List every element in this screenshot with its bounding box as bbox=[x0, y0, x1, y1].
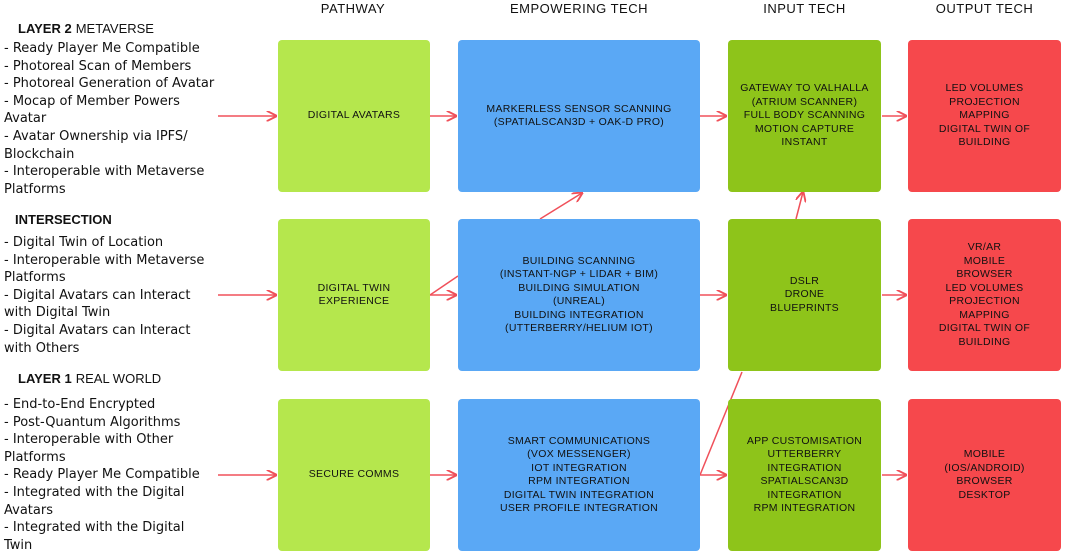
list-item: - Avatar Ownership via IPFS/ bbox=[4, 128, 188, 144]
list-item: - Digital Twin of Location bbox=[4, 235, 164, 250]
pathway-box-digital-avatars: DIGITAL AVATARS bbox=[278, 40, 430, 192]
empowering-label: MARKERLESS SENSOR SCANNING (SPATIALSCAN3… bbox=[486, 102, 672, 129]
column-header-pathway: PATHWAY bbox=[320, 1, 386, 16]
column-header-output: OUTPUT TECH bbox=[935, 1, 1034, 16]
list-item: - Interoperable with Metaverse bbox=[4, 252, 205, 268]
input-box-2: DSLR DRONE BLUEPRINTS bbox=[728, 219, 881, 371]
input-label: GATEWAY TO VALHALLA (ATRIUM SCANNER) FUL… bbox=[740, 82, 869, 149]
layer2-list: - Ready Player Me Compatible - Photoreal… bbox=[4, 40, 214, 198]
empowering-box-2: BUILDING SCANNING (INSTANT-NGP + LIDAR +… bbox=[458, 219, 700, 371]
pathway-label: DIGITAL AVATARS bbox=[307, 109, 401, 122]
list-item: Twin bbox=[4, 537, 33, 553]
empowering-label: BUILDING SCANNING (INSTANT-NGP + LIDAR +… bbox=[499, 254, 659, 335]
output-label: MOBILE (IOS/ANDROID) BROWSER DESKTOP bbox=[944, 448, 1025, 501]
output-label: VR/AR MOBILE BROWSER LED VOLUMES PROJECT… bbox=[938, 241, 1031, 348]
output-box-2: VR/AR MOBILE BROWSER LED VOLUMES PROJECT… bbox=[908, 219, 1061, 371]
list-item: - Digital Avatars can Interact bbox=[4, 322, 191, 338]
list-item: Platforms bbox=[4, 181, 66, 197]
intersection-heading: INTERSECTION bbox=[15, 211, 112, 229]
list-item: with Digital Twin bbox=[4, 305, 111, 321]
column-header-input: INPUT TECH bbox=[763, 1, 846, 16]
arrow bbox=[699, 371, 743, 476]
output-label: LED VOLUMES PROJECTION MAPPING DIGITAL T… bbox=[938, 82, 1031, 149]
list-item: - Ready Player Me Compatible bbox=[4, 41, 200, 56]
list-item: Avatars bbox=[4, 502, 53, 518]
list-item: - Mocap of Member Powers bbox=[4, 93, 180, 109]
pathway-box-digital-twin: DIGITAL TWIN EXPERIENCE bbox=[278, 219, 430, 371]
arrow bbox=[429, 275, 459, 296]
intersection-label: INTERSECTION bbox=[15, 212, 112, 227]
list-item: - Integrated with the Digital bbox=[4, 484, 185, 500]
list-item: Blockchain bbox=[4, 146, 75, 162]
output-box-1: LED VOLUMES PROJECTION MAPPING DIGITAL T… bbox=[908, 40, 1061, 192]
list-item: Avatar bbox=[4, 111, 47, 127]
input-box-1: GATEWAY TO VALHALLA (ATRIUM SCANNER) FUL… bbox=[728, 40, 881, 192]
intersection-list: - Digital Twin of Location - Interoperab… bbox=[4, 234, 204, 357]
pathway-box-secure-comms: SECURE COMMS bbox=[278, 399, 430, 551]
list-item: - Photoreal Generation of Avatar bbox=[4, 76, 215, 92]
input-label: DSLR DRONE BLUEPRINTS bbox=[770, 274, 839, 314]
pathway-label: DIGITAL TWIN EXPERIENCE bbox=[317, 281, 391, 308]
list-item: - Photoreal Scan of Members bbox=[4, 58, 192, 74]
output-box-3: MOBILE (IOS/ANDROID) BROWSER DESKTOP bbox=[908, 399, 1061, 551]
list-item: - Digital Avatars can Interact bbox=[4, 287, 191, 303]
list-item: - End-to-End Encrypted bbox=[4, 397, 156, 412]
pathway-label: SECURE COMMS bbox=[308, 468, 400, 481]
layer2-label: LAYER 2 bbox=[18, 21, 72, 36]
list-item: with Others bbox=[4, 340, 80, 356]
input-box-3: APP CUSTOMISATION UTTERBERRY INTEGRATION… bbox=[728, 399, 881, 551]
list-item: - Ready Player Me Compatible bbox=[4, 467, 200, 483]
empowering-box-3: SMART COMMUNICATIONS (VOX MESSENGER) IOT… bbox=[458, 399, 700, 551]
layer1-sublabel: REAL WORLD bbox=[75, 371, 162, 386]
list-item: - Post-Quantum Algorithms bbox=[4, 414, 181, 430]
list-item: - Integrated with the Digital bbox=[4, 520, 185, 536]
list-item: - Interoperable with Other bbox=[4, 432, 174, 448]
list-item: Platforms bbox=[4, 270, 66, 286]
list-item: - Interoperable with Metaverse bbox=[4, 164, 205, 180]
layer2-sublabel: METAVERSE bbox=[75, 21, 154, 36]
column-header-empowering: EMPOWERING TECH bbox=[510, 1, 648, 16]
empowering-label: SMART COMMUNICATIONS (VOX MESSENGER) IOT… bbox=[499, 434, 659, 515]
list-item: Platforms bbox=[4, 449, 66, 465]
layer1-label: LAYER 1 bbox=[18, 371, 72, 386]
empowering-box-1: MARKERLESS SENSOR SCANNING (SPATIALSCAN3… bbox=[458, 40, 700, 192]
layer1-list: - End-to-End Encrypted - Post-Quantum Al… bbox=[4, 396, 200, 554]
input-label: APP CUSTOMISATION UTTERBERRY INTEGRATION… bbox=[746, 434, 863, 515]
arrow bbox=[539, 193, 582, 220]
arrow bbox=[795, 192, 803, 220]
